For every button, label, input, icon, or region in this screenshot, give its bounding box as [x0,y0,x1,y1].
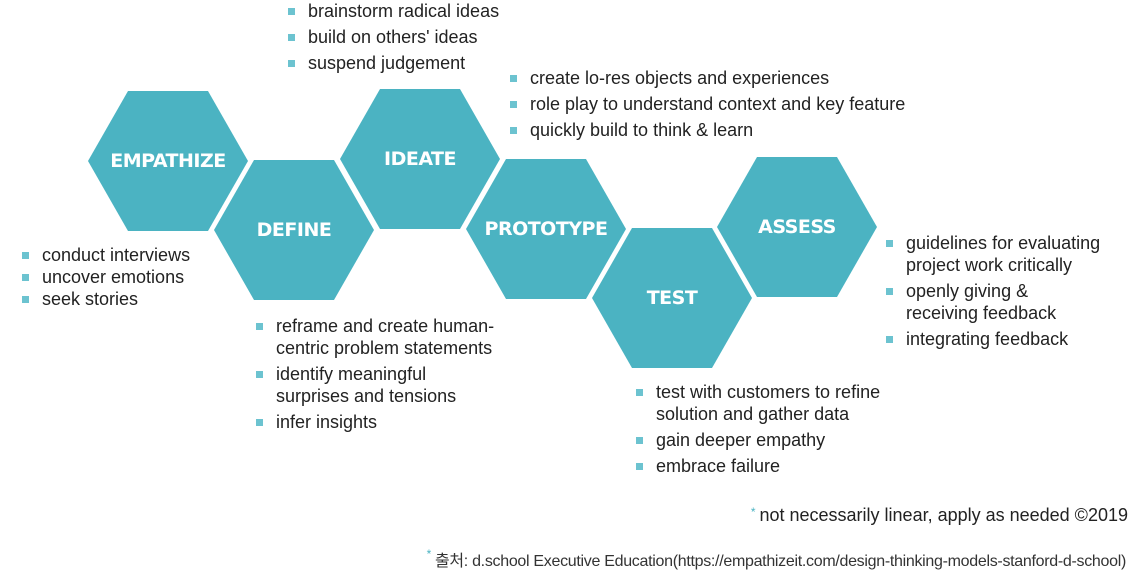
bullet-icon [636,389,643,396]
item-text: infer insights [276,412,378,432]
list-item: conduct interviews [22,244,190,266]
list-item: seek stories [22,288,190,310]
bullet-icon [636,463,643,470]
list-item: test with customers to refine solution a… [636,381,880,425]
item-text: identify meaningful surprises and tensio… [276,364,457,406]
list-item: brainstorm radical ideas [288,0,499,22]
define-list: reframe and create human- centric proble… [256,315,494,437]
item-text: create lo-res objects and experiences [530,68,830,88]
hex-assess: ASSESS [717,157,877,297]
source-note: *출처: d.school Executive Education(https:… [426,547,1127,571]
list-item: role play to understand context and key … [510,93,905,115]
list-item: quickly build to think & learn [510,119,905,141]
stage-label: TEST [646,287,698,309]
asterisk-icon: * [426,547,432,561]
item-text: openly giving & receiving feedback [906,281,1057,323]
item-text: brainstorm radical ideas [308,1,500,21]
item-text: reframe and create human- centric proble… [276,316,495,358]
bullet-icon [886,336,893,343]
item-text: integrating feedback [906,329,1069,349]
ideate-list: brainstorm radical ideas build on others… [288,0,499,78]
hex-ideate: IDEATE [340,89,500,229]
prototype-list: create lo-res objects and experiences ro… [510,67,905,145]
hex-test: TEST [592,228,752,368]
bullet-icon [288,34,295,41]
list-item: suspend judgement [288,52,499,74]
item-text: quickly build to think & learn [530,120,754,140]
item-text: guidelines for evaluating project work c… [906,233,1101,275]
item-text: seek stories [42,289,139,309]
bullet-icon [886,240,893,247]
list-item: uncover emotions [22,266,190,288]
bullet-icon [510,75,517,82]
linearity-note: *not necessarily linear, apply as needed… [751,505,1128,526]
item-text: role play to understand context and key … [530,94,906,114]
bullet-icon [510,101,517,108]
note-text: not necessarily linear, apply as needed … [759,505,1128,525]
bullet-icon [22,274,29,281]
item-text: uncover emotions [42,267,185,287]
list-item: openly giving & receiving feedback [886,280,1100,324]
list-item: create lo-res objects and experiences [510,67,905,89]
item-text: conduct interviews [42,245,191,265]
item-text: embrace failure [656,456,781,476]
list-item: integrating feedback [886,328,1100,350]
stage-label: IDEATE [384,148,457,170]
stage-label: DEFINE [256,219,332,241]
bullet-icon [636,437,643,444]
list-item: identify meaningful surprises and tensio… [256,363,494,407]
item-text: build on others' ideas [308,27,478,47]
hex-define: DEFINE [214,160,374,300]
list-item: embrace failure [636,455,880,477]
bullet-icon [22,296,29,303]
bullet-icon [256,323,263,330]
stage-label: ASSESS [758,216,836,238]
bullet-icon [256,371,263,378]
item-text: suspend judgement [308,53,466,73]
bullet-icon [256,419,263,426]
bullet-icon [510,127,517,134]
stage-label: PROTOTYPE [484,218,608,240]
bullet-icon [288,60,295,67]
list-item: guidelines for evaluating project work c… [886,232,1100,276]
empathize-list: conduct interviews uncover emotions seek… [22,244,190,314]
source-text: 출처: d.school Executive Education(https:/… [434,553,1126,570]
bullet-icon [288,8,295,15]
list-item: reframe and create human- centric proble… [256,315,494,359]
test-list: test with customers to refine solution a… [636,381,880,481]
bullet-icon [886,288,893,295]
list-item: build on others' ideas [288,26,499,48]
bullet-icon [22,252,29,259]
item-text: test with customers to refine solution a… [656,382,881,424]
list-item: infer insights [256,411,494,433]
item-text: gain deeper empathy [656,430,826,450]
stage-label: EMPATHIZE [110,150,226,172]
asterisk-icon: * [750,505,756,519]
hex-prototype: PROTOTYPE [466,159,626,299]
list-item: gain deeper empathy [636,429,880,451]
hex-empathize: EMPATHIZE [88,91,248,231]
assess-list: guidelines for evaluating project work c… [886,232,1100,354]
